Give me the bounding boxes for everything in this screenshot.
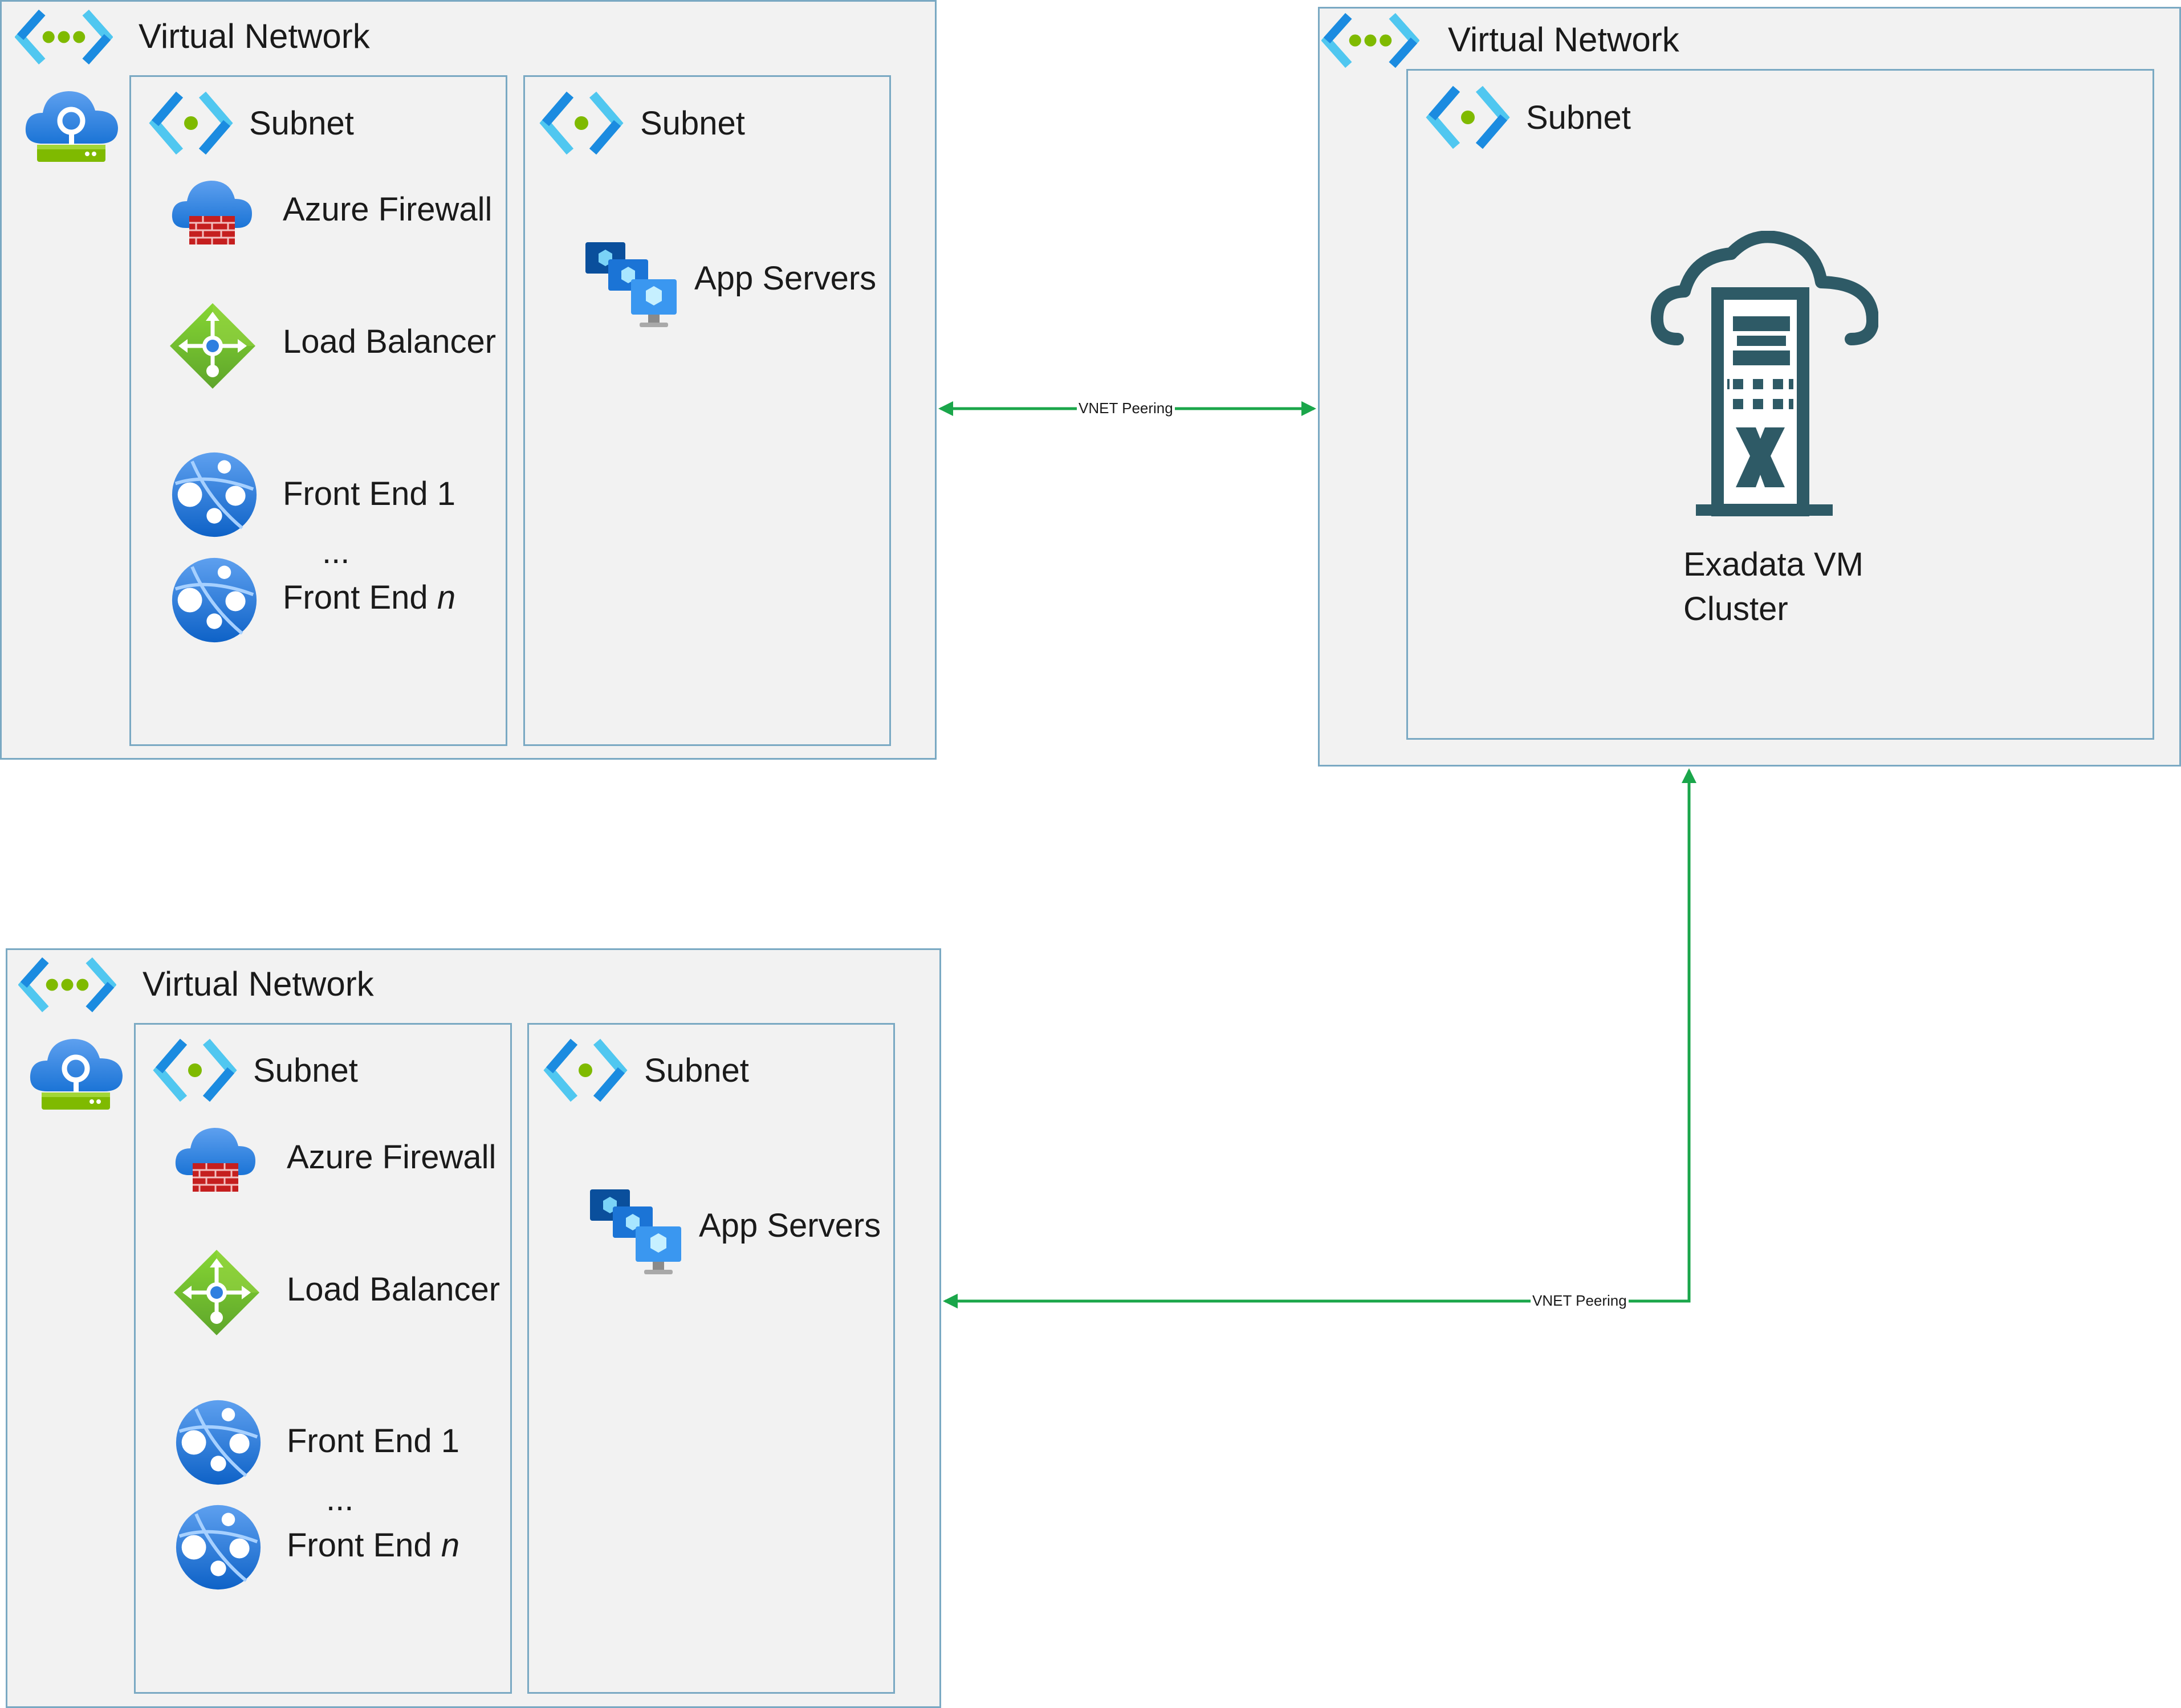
ellipsis: ... (322, 533, 350, 570)
front-end-n-text: Front End (287, 1527, 441, 1564)
subnet-3b (527, 1023, 895, 1694)
exadata-label-line1: Exadata VM (1683, 546, 1863, 583)
subnet-title: Subnet (1526, 99, 1631, 136)
peering-label-2: VNET Peering (1531, 1293, 1629, 1308)
load-balancer-label: Load Balancer (287, 1271, 501, 1308)
front-end-n-var: n (437, 579, 456, 616)
vnet-title: Virtual Network (139, 17, 370, 55)
subnet-1b (523, 75, 891, 746)
subnet-title: Subnet (249, 105, 354, 142)
app-servers-label: App Servers (699, 1207, 881, 1244)
ellipsis: ... (326, 1481, 354, 1518)
load-balancer-label: Load Balancer (283, 323, 497, 360)
subnet-title: Subnet (640, 105, 745, 142)
front-end-n-text: Front End (283, 579, 437, 616)
front-end-1-label: Front End 1 (287, 1422, 460, 1460)
peering-label-1: VNET Peering (1077, 401, 1175, 415)
front-end-n-var: n (441, 1527, 460, 1564)
vnet-title: Virtual Network (143, 965, 374, 1003)
firewall-label: Azure Firewall (287, 1139, 497, 1176)
front-end-n-label: Front End n (287, 1529, 459, 1562)
vnet-title: Virtual Network (1448, 21, 1679, 59)
firewall-label: Azure Firewall (283, 191, 493, 228)
front-end-1-label: Front End 1 (283, 475, 456, 512)
subnet-title: Subnet (644, 1052, 749, 1089)
subnet-title: Subnet (253, 1052, 358, 1089)
app-servers-label: App Servers (694, 260, 877, 297)
peering-connector-2 (943, 768, 1696, 1308)
front-end-n-label: Front End n (283, 581, 455, 614)
exadata-label-line2: Cluster (1683, 590, 1788, 627)
